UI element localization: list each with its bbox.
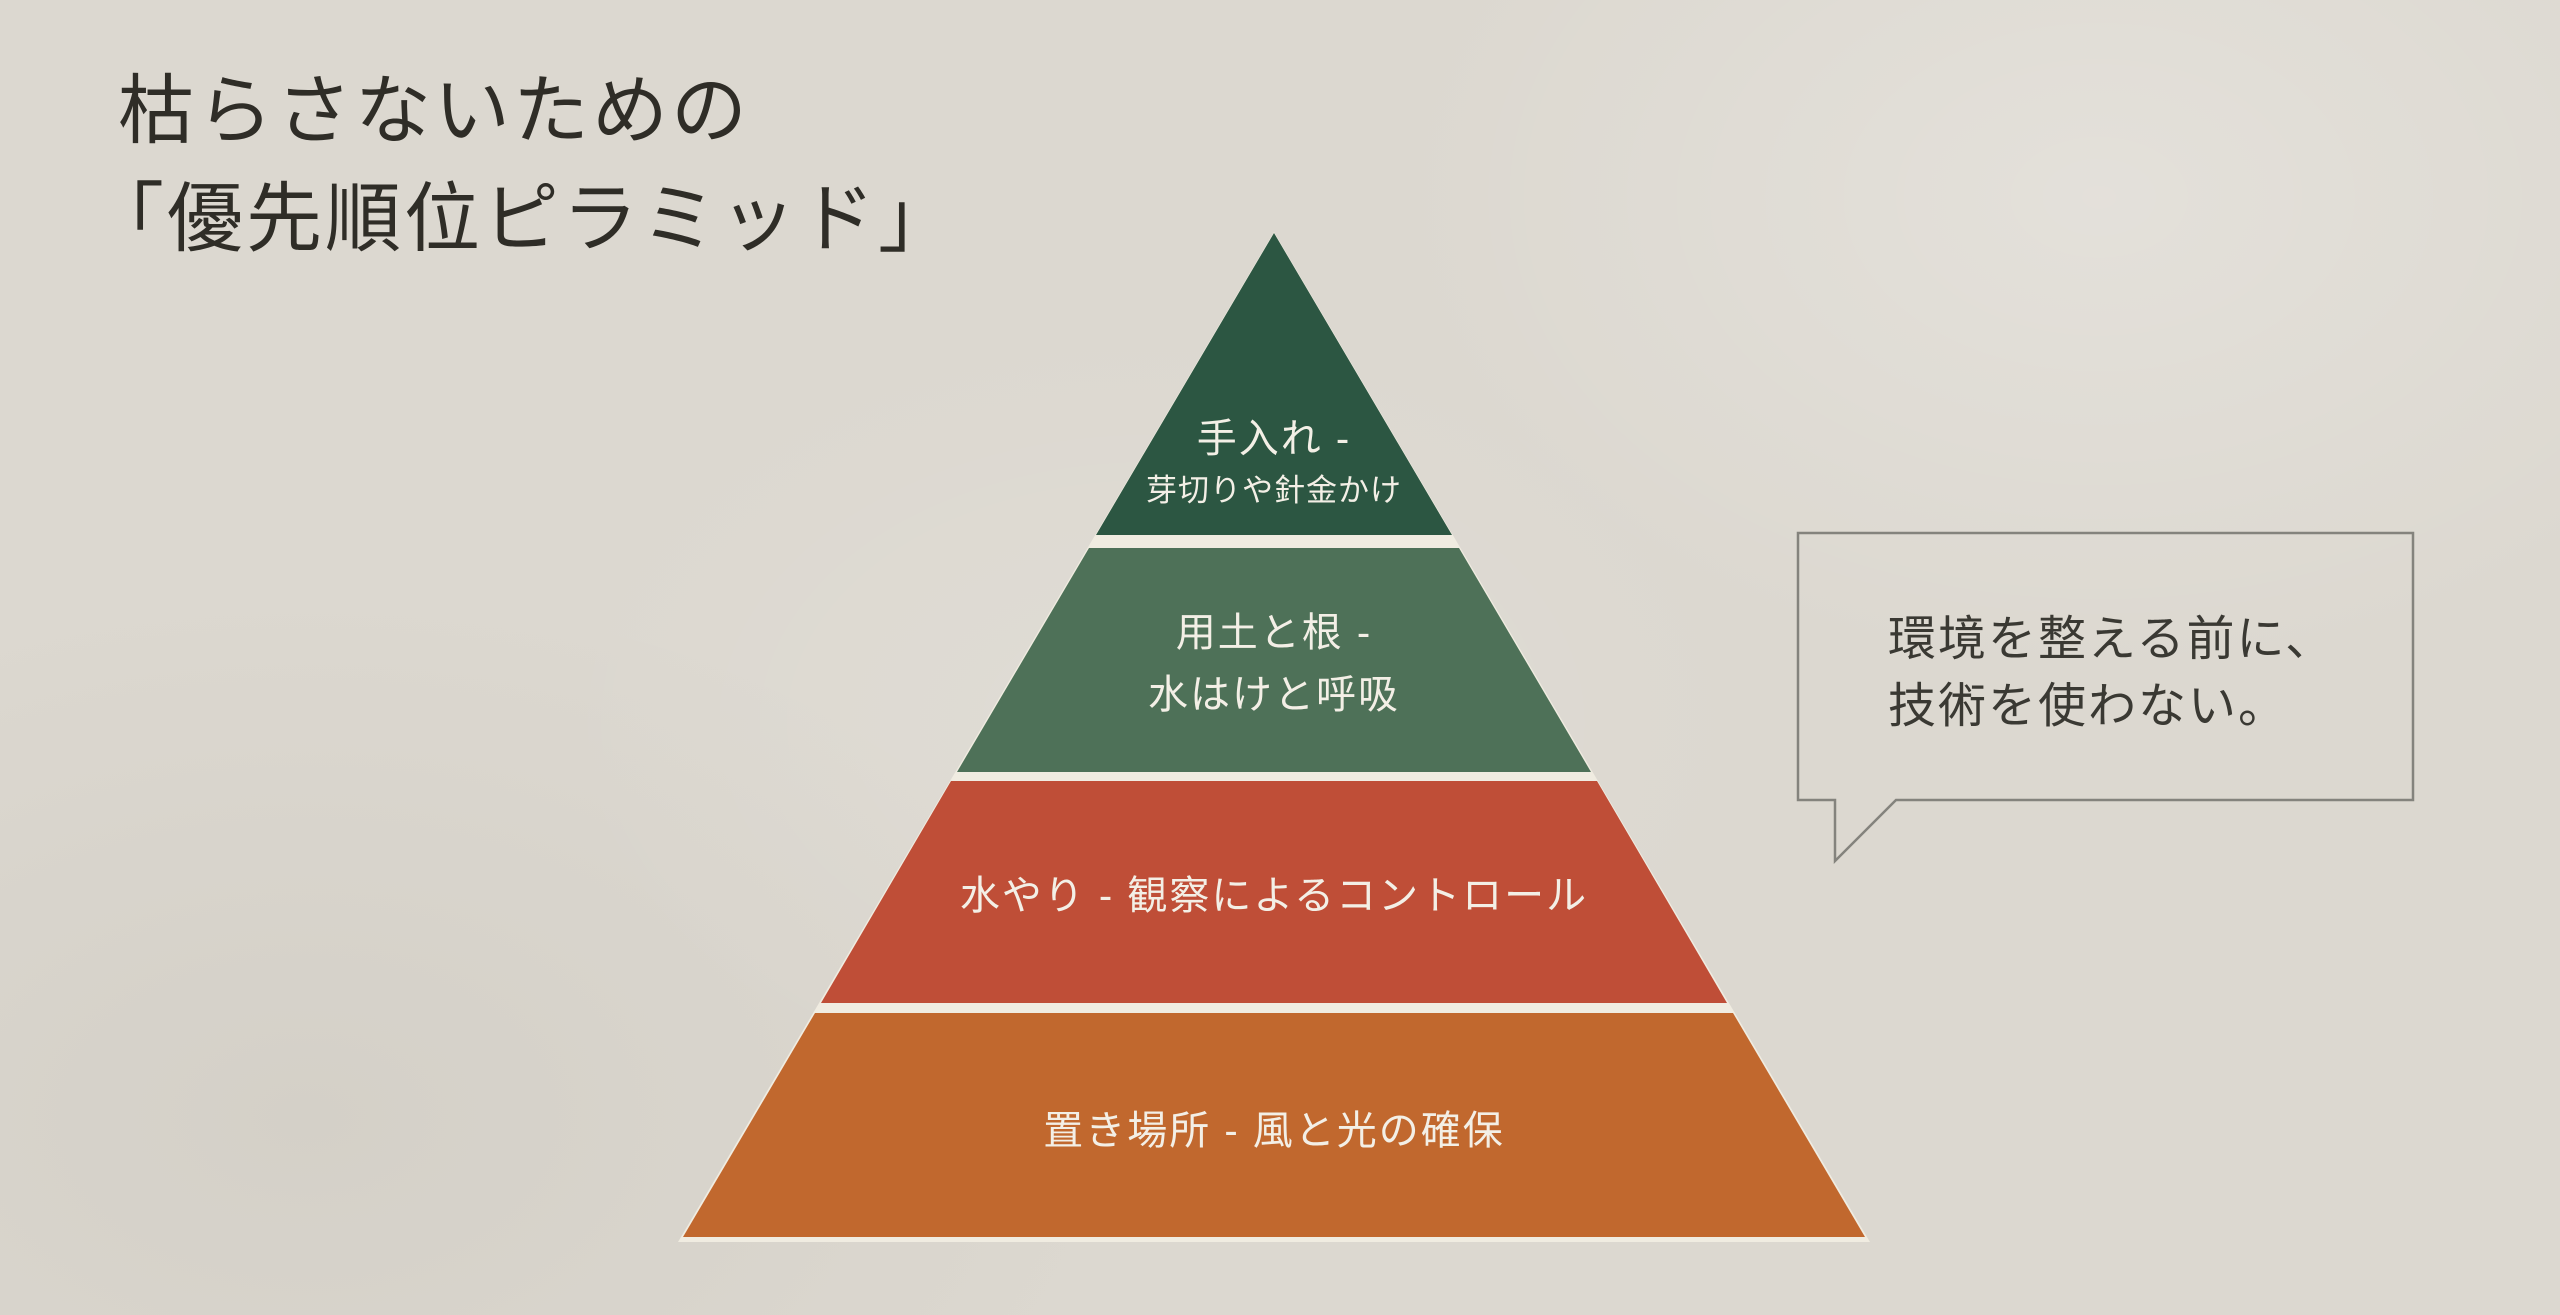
callout-line-2: 技術を使わない。: [1888, 680, 2289, 733]
callout-bubble-outline: [1796, 531, 2415, 865]
callout-line-1: 環境を整える前に、: [1888, 613, 2336, 666]
pyramid-level-2-label: 用土と根 -: [1176, 611, 1372, 655]
pyramid-level-1-shape: [1096, 233, 1452, 535]
pyramid-level-4-shape: [683, 1013, 1865, 1237]
pyramid-level-2-shape: [957, 548, 1591, 772]
pyramid-level-4-label: 置き場所 - 風と光の確保: [1043, 1109, 1505, 1153]
slide-title: 枯らさないための 「優先順位ピラミッド」: [88, 58, 957, 274]
pyramid-level-3-label: 水やり - 観察によるコントロール: [960, 874, 1588, 918]
title-line-2: 「優先順位ピラミッド」: [88, 178, 957, 262]
callout-text: 環境を整える前に、 技術を使わない。: [1888, 606, 2335, 740]
pyramid-level-2-sublabel: 水はけと呼吸: [1148, 673, 1400, 717]
pyramid-level-1-sublabel: 芽切りや針金かけ: [1146, 473, 1402, 508]
title-line-1: 枯らさないための: [118, 70, 750, 154]
pyramid-level-3-shape: [821, 781, 1727, 1003]
pyramid-level-1-label: 手入れ -: [1197, 417, 1351, 461]
